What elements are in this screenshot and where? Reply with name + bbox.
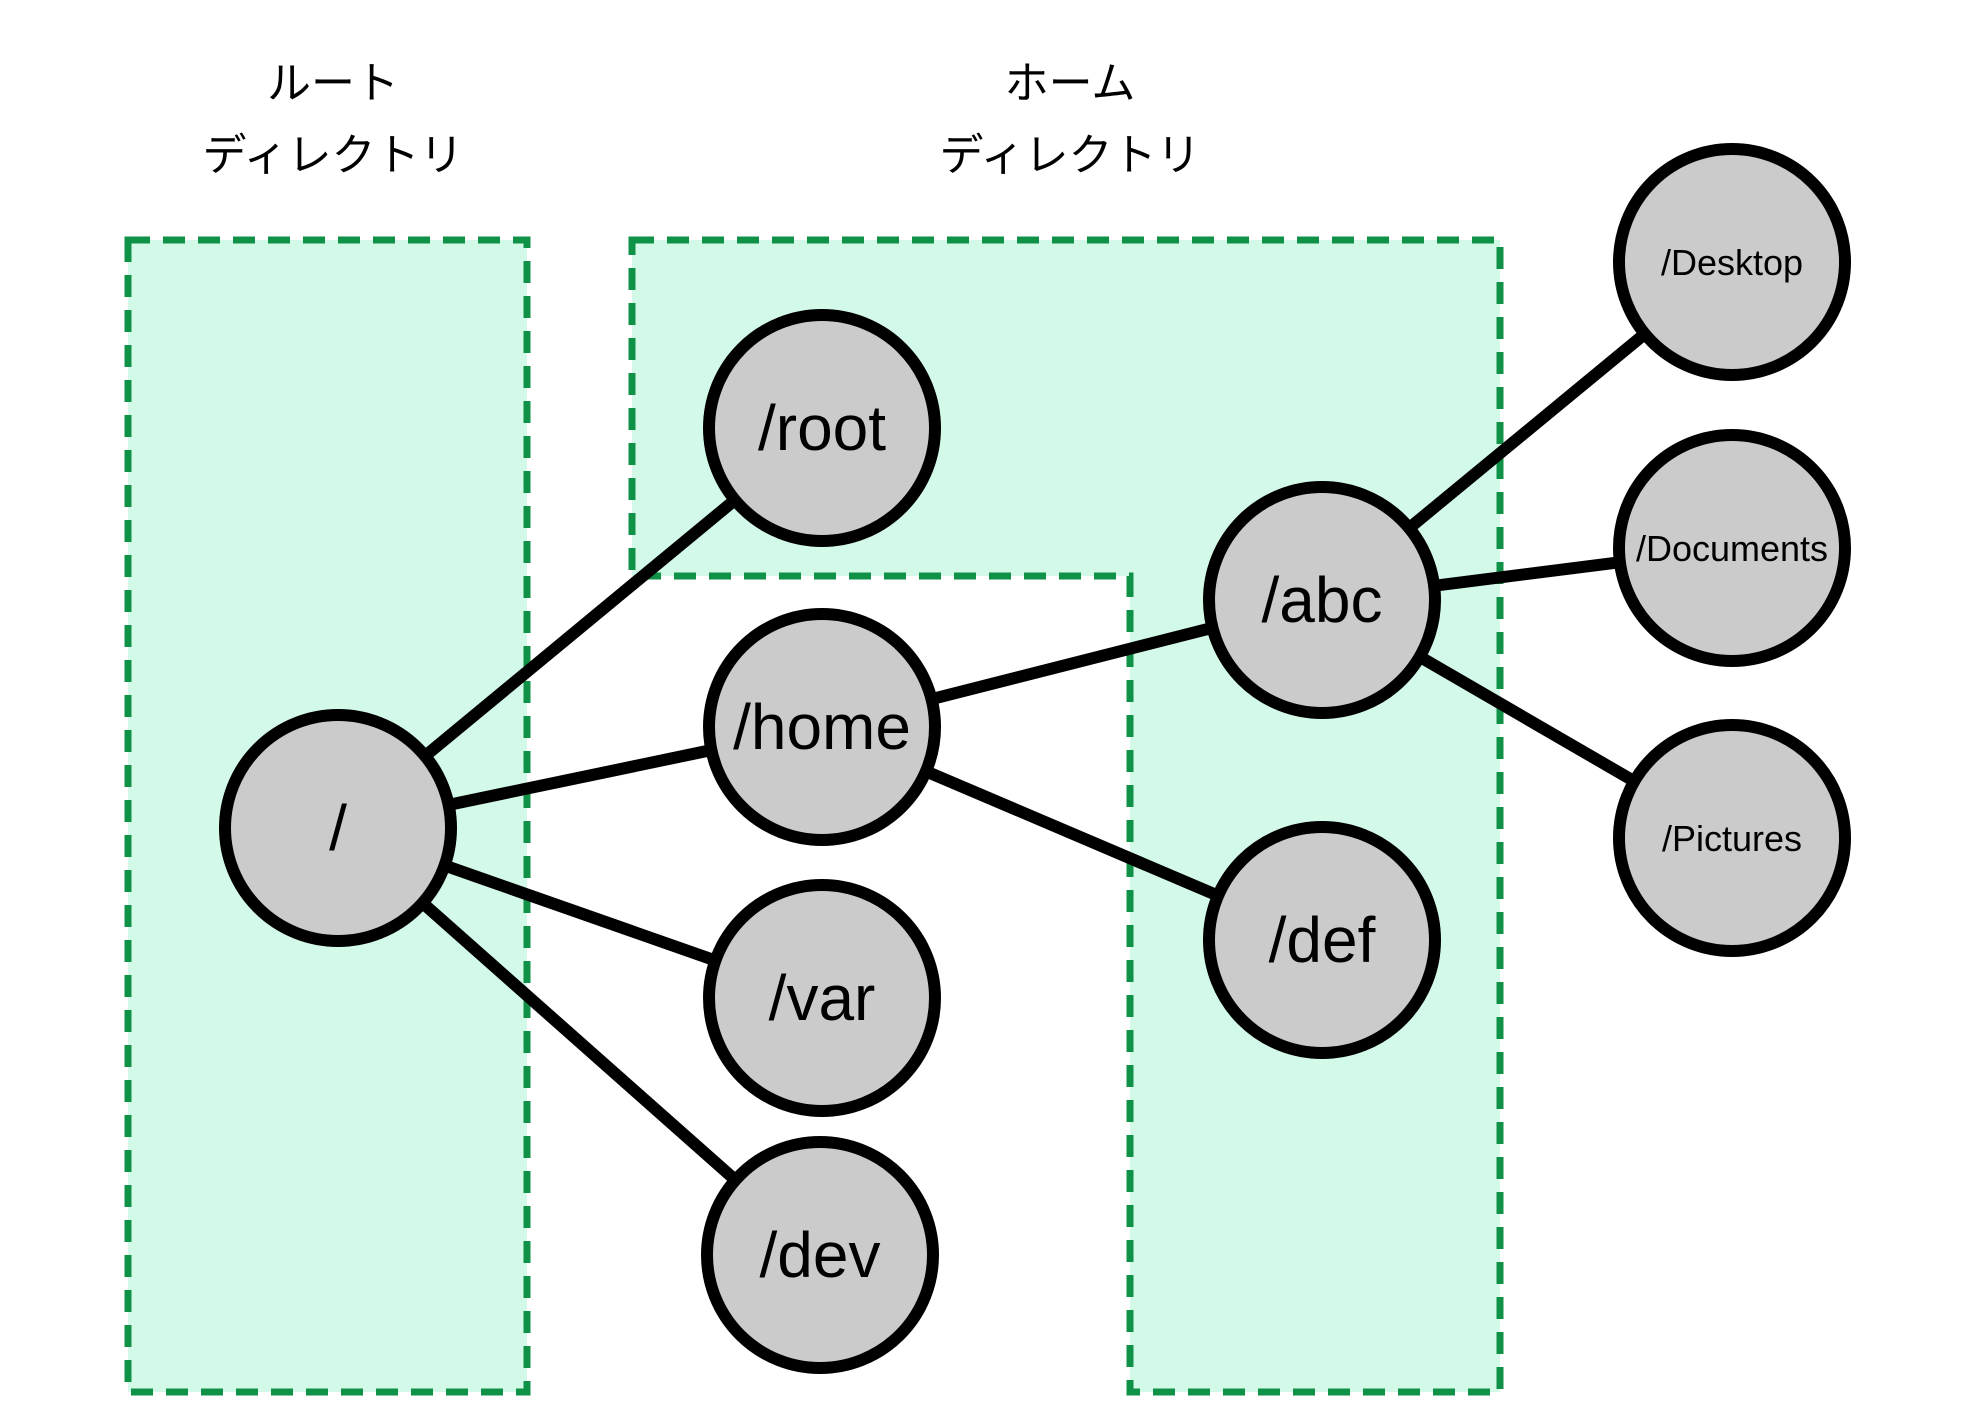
node-def-circle xyxy=(1203,821,1441,1059)
node-def-label: /def xyxy=(1269,904,1376,976)
node-root-circle xyxy=(219,709,457,947)
node-desktop: /Desktop xyxy=(1613,143,1851,381)
node-desktop-label: /Desktop xyxy=(1661,242,1803,283)
home-directory-title-line2: ディレクトリ xyxy=(940,131,1201,180)
node-pictures-circle xyxy=(1613,719,1851,957)
node-var: /var xyxy=(703,879,941,1117)
node-documents-circle xyxy=(1613,429,1851,667)
node-root-dir-label: /root xyxy=(758,392,886,464)
node-dev: /dev xyxy=(701,1136,939,1374)
node-root-dir: /root xyxy=(703,309,941,547)
node-home: /home xyxy=(703,608,941,846)
node-root-dir-circle xyxy=(703,309,941,547)
node-def: /def xyxy=(1203,821,1441,1059)
node-home-circle xyxy=(703,608,941,846)
node-abc-circle xyxy=(1203,481,1441,719)
node-pictures: /Pictures xyxy=(1613,719,1851,957)
node-root-label: / xyxy=(329,792,347,864)
node-dev-circle xyxy=(701,1136,939,1374)
node-abc: /abc xyxy=(1203,481,1441,719)
root-directory-title-line1: ルート xyxy=(267,59,399,108)
home-directory-title-line1: ホーム xyxy=(1005,59,1136,108)
node-home-label: /home xyxy=(733,691,911,763)
node-var-label: /var xyxy=(769,962,876,1034)
node-abc-label: /abc xyxy=(1262,564,1383,636)
root-directory-title-line2: ディレクトリ xyxy=(203,131,464,180)
node-documents: /Documents xyxy=(1613,429,1851,667)
node-pictures-label: /Pictures xyxy=(1662,818,1802,859)
node-var-circle xyxy=(703,879,941,1117)
node-documents-label: /Documents xyxy=(1636,528,1828,569)
node-root: / xyxy=(219,709,457,947)
node-desktop-circle xyxy=(1613,143,1851,381)
node-dev-label: /dev xyxy=(760,1219,881,1291)
